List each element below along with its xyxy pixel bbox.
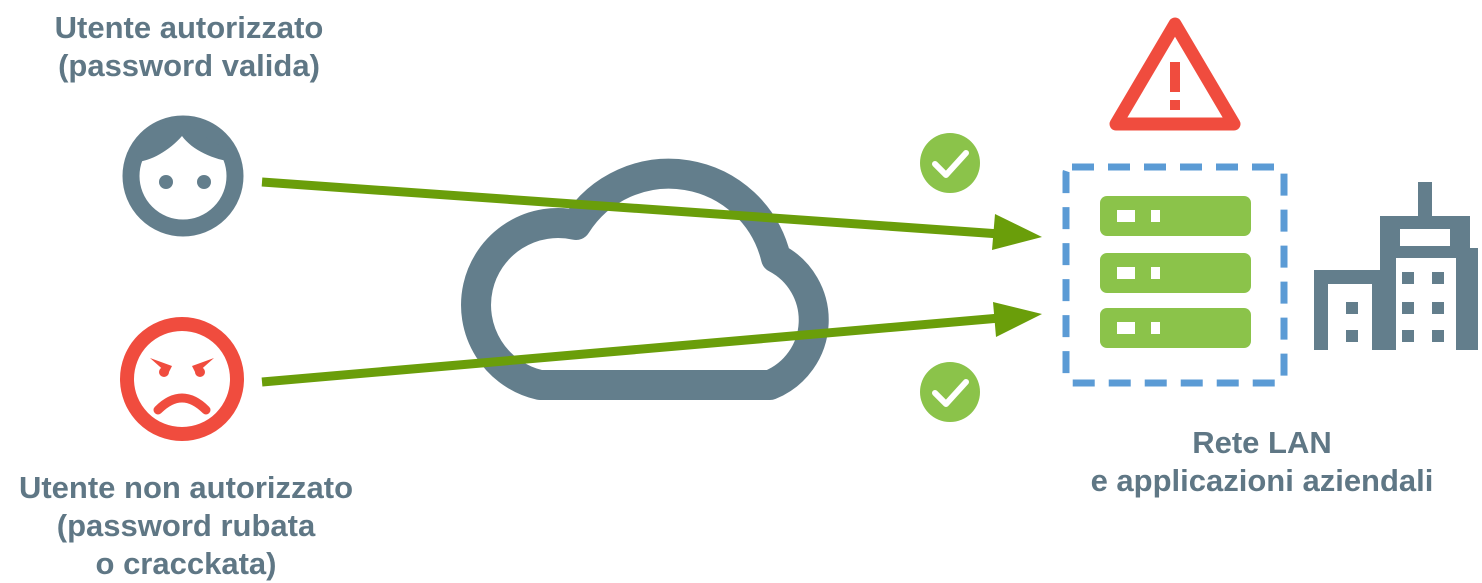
network-label-line1: Rete LAN: [1192, 425, 1332, 460]
network-label-line2: e applicazioni aziendali: [1090, 463, 1434, 498]
check-icon-top: [920, 133, 980, 193]
server-icon: [1100, 196, 1251, 348]
unauthorized-user-label-line1: Utente non autorizzato: [18, 470, 354, 505]
happy-user-icon: [122, 115, 244, 237]
authorized-user-label-line1: Utente autorizzato: [54, 10, 324, 45]
unauthorized-user-label: Utente non autorizzato (password rubata …: [0, 469, 372, 583]
warning-icon: [1109, 17, 1241, 131]
building-icon: [1314, 182, 1478, 350]
unauthorized-user-label-line3: o cracckata): [95, 546, 277, 581]
check-icon-bottom: [920, 362, 980, 422]
authorized-user-label-line2: (password valida): [58, 48, 320, 83]
unauthorized-user-label-line2: (password rubata: [56, 508, 316, 543]
angry-user-icon: [120, 317, 244, 441]
authorized-user-label: Utente autorizzato (password valida): [20, 9, 358, 85]
network-label: Rete LAN e applicazioni aziendali: [1062, 424, 1462, 500]
arrow-unauthorized: [261, 302, 1042, 387]
arrow-authorized: [261, 177, 1042, 250]
cloud-icon: [461, 158, 829, 400]
